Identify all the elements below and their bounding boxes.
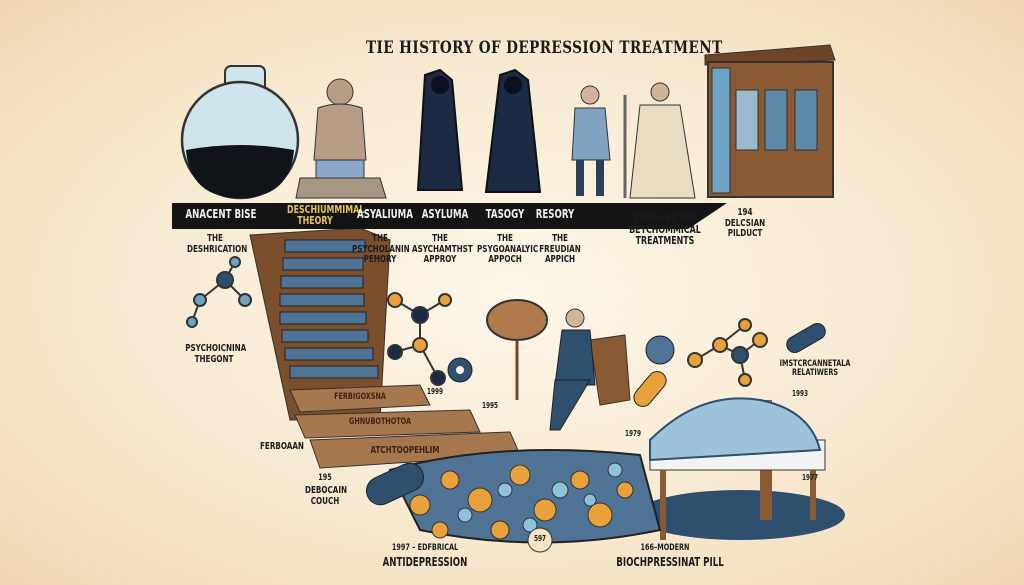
pill-icon [786,323,826,353]
standing-man-icon [571,85,611,196]
year-label: 1993 [791,389,809,398]
staircase-icon [249,227,521,469]
flask-icon [180,65,300,200]
pill-icon [633,371,667,407]
seated-man-icon [549,308,631,431]
capsule-icon [365,462,425,506]
label: ANTIDEPRESSION [382,555,468,569]
year-label: 1979 [624,429,642,438]
label: 166–MODERN [640,543,690,553]
year-label: 1977 [801,473,819,482]
tablet-icon [645,335,675,365]
label: 1997 – EDFBRICAL [391,543,459,553]
label: PSYCHOICNINA THEGONT [185,343,247,365]
bed-icon [635,397,845,540]
pill-label: 597 [533,534,547,543]
year-label: 1995 [481,401,499,410]
seated-figure-icon [295,78,387,199]
banner-label: DESCHIUMMIMAL THEORY [287,203,365,227]
pill-pile-icon [365,449,662,553]
molecule-icon [387,292,452,386]
banner-label: TASOGY [485,207,525,221]
brain-icon [486,299,548,400]
label: FERBOAAN [260,441,304,452]
label: BIOCHPRESSINAT PILL [616,555,724,569]
banner-label: ASYLUMA [421,207,469,221]
label: 195 [318,473,332,483]
banner-label: RESORY [535,207,575,221]
cloaked-figure-icon [484,68,542,193]
robed-woman-icon [623,82,696,199]
page-title: TIE HISTORY OF DEPRESSION TREATMENT [366,38,723,58]
molecule-icon [687,318,768,387]
cabinet-icon [704,44,836,198]
stair-engraving: GHNUBOTHOTOA [349,417,411,427]
cloaked-figure-icon [416,68,464,191]
banner-label: ASYALIUMA [357,207,413,221]
year-label: 1999 [426,387,444,396]
timeline-banner [172,203,727,229]
label: DEBOCAIN COUCH [305,485,348,507]
stair-engraving: ATCHTOOPEHLIM [370,445,440,456]
molecule-icon [186,256,252,328]
label: IMSTCRCANNETALA RELATIWERS [779,359,851,379]
banner-label: ANACENT BISE [185,207,257,221]
stair-engraving: FERBIGOXSNA [334,392,386,402]
